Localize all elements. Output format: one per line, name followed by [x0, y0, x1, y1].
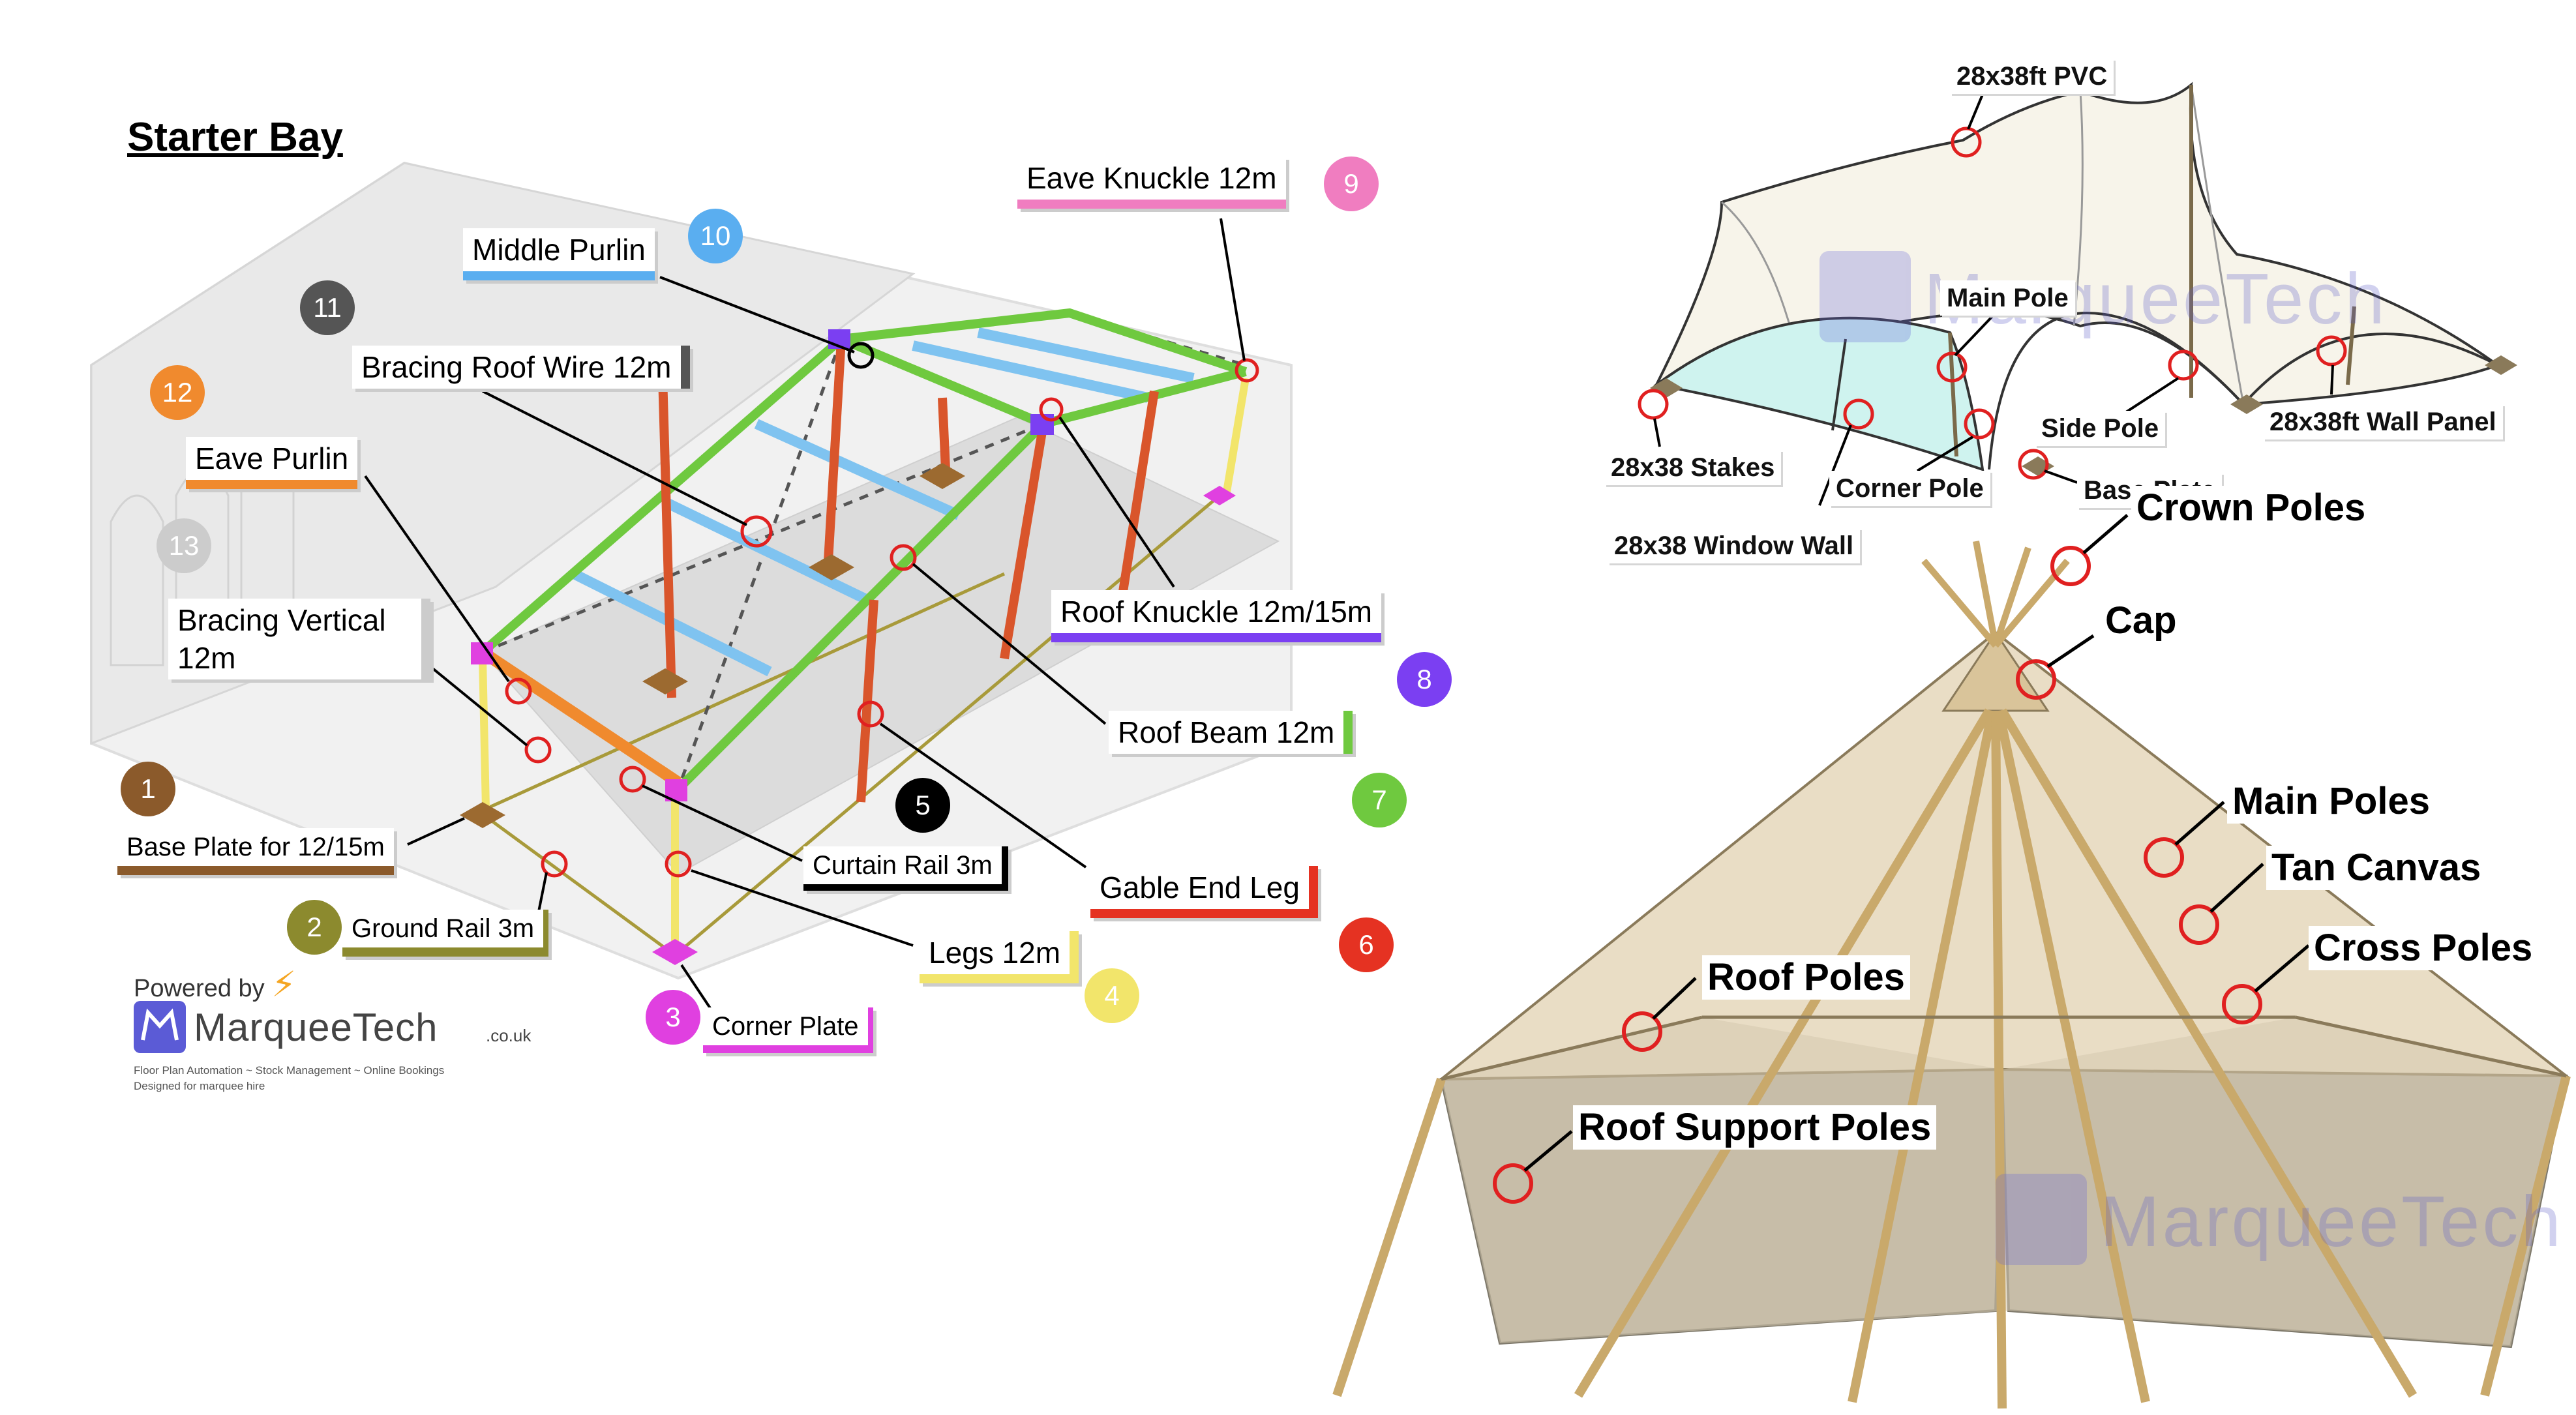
page-title: Starter Bay — [127, 115, 343, 160]
badge-3: 3 — [646, 990, 700, 1045]
powered-by: Powered by ⚡ — [134, 965, 297, 1004]
legs-12m — [479, 378, 1250, 949]
label-cross-poles: Cross Poles — [2309, 926, 2538, 970]
badge-7: 7 — [1352, 773, 1407, 827]
watermark-logo-icon — [1996, 1174, 2087, 1265]
stretch-callout-circles — [1638, 127, 2347, 480]
brand-tld: .co.uk — [486, 1026, 532, 1045]
badge-2: 2 — [287, 900, 342, 955]
starter-leaders — [364, 218, 1246, 1015]
legs — [657, 338, 1159, 803]
label-main-poles: Main Poles — [2227, 779, 2435, 824]
label-corner-plate: Corner Plate — [703, 1007, 873, 1053]
label-bracing-roof-wire: Bracing Roof Wire 12m — [352, 346, 690, 389]
label-window-wall: 28x38 Window Wall — [1608, 528, 1861, 563]
watermark-logo-icon — [1820, 251, 1911, 342]
badge-4: 4 — [1085, 968, 1139, 1023]
tipi-leaders — [1523, 514, 2310, 1172]
marquee-ghost-roof — [90, 162, 916, 745]
label-legs: Legs 12m — [920, 931, 1079, 983]
window-wall — [1653, 316, 1984, 471]
badge-8: 8 — [1397, 652, 1452, 707]
label-ground-rail: Ground Rail 3m — [342, 910, 549, 957]
label-tan-canvas: Tan Canvas — [2266, 846, 2487, 890]
label-main-pole: Main Pole — [1940, 280, 2075, 316]
brand-name: MarqueeTech — [194, 1005, 438, 1049]
base-plates — [460, 463, 965, 828]
knuckles — [471, 486, 1236, 965]
label-corner-pole: Corner Pole — [1829, 471, 1990, 506]
label-side-pole: Side Pole — [2035, 411, 2166, 446]
marqueetech-logo-icon — [134, 1001, 186, 1053]
label-wall-panel: 28x38ft Wall Panel — [2263, 404, 2503, 439]
label-middle-purlin: Middle Purlin — [463, 228, 655, 280]
label-eave-knuckle: Eave Knuckle 12m — [1017, 156, 1286, 209]
label-eave-purlin: Eave Purlin — [186, 437, 358, 489]
badge-9: 9 — [1324, 156, 1379, 211]
label-roof-poles: Roof Poles — [1702, 955, 1910, 1000]
starter-callout-circles — [505, 358, 1259, 878]
badge-6: 6 — [1339, 917, 1394, 972]
label-roof-beam: Roof Beam 12m — [1109, 711, 1353, 754]
badge-13: 13 — [157, 518, 211, 573]
label-roof-support-poles: Roof Support Poles — [1573, 1105, 1937, 1150]
label-bracing-vertical: Bracing Vertical 12m — [168, 599, 430, 679]
label-curtain-rail: Curtain Rail 3m — [803, 846, 1008, 891]
badge-1: 1 — [121, 762, 175, 816]
floor — [481, 416, 1280, 875]
crown-poles — [1921, 541, 2070, 648]
badge-12: 12 — [150, 365, 205, 420]
badge-5: 5 — [895, 778, 950, 833]
tipi-callout-circles — [1493, 546, 2262, 1204]
label-stakes: 28x38 Stakes — [1604, 450, 1782, 485]
label-roof-knuckle: Roof Knuckle 12m/15m — [1051, 590, 1382, 642]
lightning-icon: ⚡ — [271, 965, 297, 1004]
eave-purlin — [479, 647, 681, 788]
badge-10: 10 — [688, 209, 743, 263]
label-pvc: 28x38ft PVC — [1950, 59, 2114, 94]
label-crown-poles: Crown Poles — [2131, 486, 2371, 530]
label-gable-end-leg: Gable End Leg — [1090, 866, 1318, 918]
label-cap: Cap — [2100, 599, 2182, 643]
label-base-plate: Base Plate for 12/15m — [117, 828, 394, 875]
brand-tagline: Floor Plan Automation ~ Stock Management… — [134, 1064, 445, 1092]
main-poles — [1332, 708, 2571, 1409]
middle-purlin-callout — [847, 342, 875, 369]
badge-11: 11 — [300, 280, 355, 335]
